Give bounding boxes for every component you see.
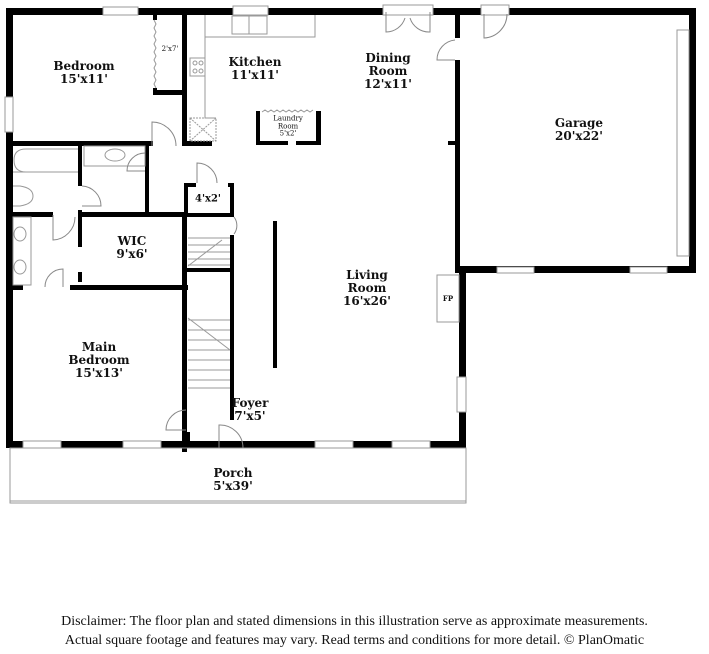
interior-walls bbox=[13, 15, 455, 452]
fireplace-label: FP bbox=[443, 295, 453, 303]
doors bbox=[44, 12, 508, 449]
room-dims: 5'x39' bbox=[213, 479, 253, 493]
room-name: Foyer bbox=[231, 395, 269, 410]
room-name: Room bbox=[368, 64, 408, 79]
room-name: Main bbox=[81, 340, 117, 355]
room-dims: 2'x7' bbox=[161, 45, 179, 54]
room-name: Bedroom bbox=[53, 58, 115, 73]
room-name: Kitchen bbox=[228, 54, 282, 69]
room-name: Room bbox=[347, 281, 387, 296]
room-label-closet-hall: 4'x2' bbox=[195, 194, 221, 205]
room-name: Bedroom bbox=[68, 353, 130, 368]
room-label-kitchen: Kitchen 11'x11' bbox=[228, 54, 282, 82]
room-name: Porch bbox=[213, 465, 253, 480]
room-dims: 4'x2' bbox=[194, 193, 222, 205]
room-label-wic: WIC 9'x6' bbox=[116, 233, 148, 261]
fixtures bbox=[9, 15, 467, 504]
room-label-laundry-room: Laundry Room 5'x2' bbox=[273, 115, 303, 138]
disclaimer-line-2: Actual square footage and features may v… bbox=[64, 633, 645, 648]
room-dims: 16'x26' bbox=[343, 294, 391, 309]
room-name: Living bbox=[346, 268, 388, 283]
room-dims: 15'x11' bbox=[60, 72, 108, 86]
room-label-dining-room: Dining Room 12'x11' bbox=[364, 52, 412, 92]
fireplace-text: FP bbox=[442, 294, 454, 304]
room-dims: 11'x11' bbox=[231, 68, 279, 82]
room-dims: 15'x13' bbox=[75, 366, 123, 381]
room-name: Garage bbox=[554, 115, 604, 130]
room-name: Laundry bbox=[273, 114, 303, 123]
room-label-living-room: Living Room 16'x26' bbox=[343, 269, 391, 309]
room-label-garage: Garage 20'x22' bbox=[554, 115, 604, 143]
disclaimer: Disclaimer: The floor plan and stated di… bbox=[0, 612, 709, 650]
windows bbox=[4, 4, 690, 449]
room-name: WIC bbox=[117, 233, 147, 248]
room-dims: 7'x5' bbox=[234, 409, 266, 423]
room-dims: 12'x11' bbox=[364, 77, 412, 92]
room-dims: 20'x22' bbox=[555, 129, 603, 143]
room-label-foyer: Foyer 7'x5' bbox=[231, 395, 269, 423]
room-label-porch: Porch 5'x39' bbox=[213, 465, 253, 493]
room-label-bedroom: Bedroom 15'x11' bbox=[53, 58, 115, 86]
floor-plan bbox=[4, 4, 696, 504]
room-name: Room bbox=[277, 122, 299, 131]
room-label-main-bedroom: Main Bedroom 15'x13' bbox=[68, 341, 129, 381]
room-dims: 5'x2' bbox=[279, 129, 297, 138]
room-label-closet-bedroom: 2'x7' bbox=[161, 45, 179, 54]
disclaimer-line-1: Disclaimer: The floor plan and stated di… bbox=[61, 614, 648, 629]
room-name: Dining bbox=[365, 51, 411, 66]
room-dims: 9'x6' bbox=[116, 247, 148, 261]
